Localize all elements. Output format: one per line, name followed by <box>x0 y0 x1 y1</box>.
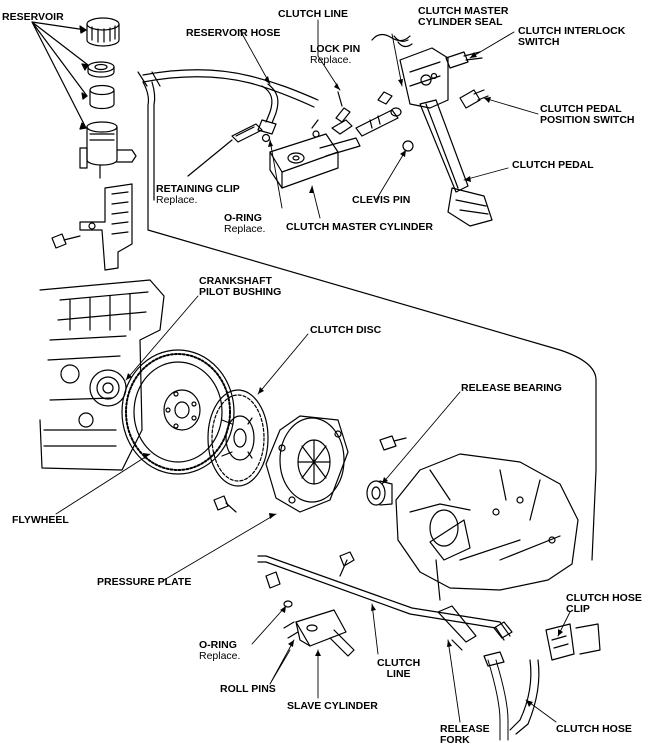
callout-arrowheads <box>126 52 563 707</box>
flywheel-bolt <box>213 495 237 513</box>
roll-pins-part <box>283 621 299 639</box>
clutch-pedal-arm <box>402 99 493 227</box>
label-flywheel: FLYWHEEL <box>12 514 69 526</box>
retaining-clip <box>187 123 263 177</box>
pressure-plate-bolt <box>379 435 407 451</box>
clutch-line-routing <box>147 199 597 561</box>
label-clevis-pin: CLEVIS PIN <box>352 194 411 206</box>
label-clutch-pedal: CLUTCH PEDAL <box>512 159 594 171</box>
clutch-hose-clip <box>545 623 601 661</box>
callout-leaders <box>55 19 571 723</box>
clutch-hose <box>483 651 540 741</box>
reservoir-body <box>79 121 137 179</box>
reservoir-hose <box>137 69 319 201</box>
label-roll-pins: ROLL PINS <box>220 683 276 695</box>
crankshaft-pilot-bushing <box>89 369 127 407</box>
engine-block <box>39 279 165 471</box>
reservoir-washer <box>87 61 115 78</box>
pressure-plate <box>265 415 349 513</box>
reservoir-filter <box>89 84 115 110</box>
label-release-bearing: RELEASE BEARING <box>461 382 562 394</box>
position-switch-part <box>459 89 489 109</box>
bracket-bolt <box>51 233 81 249</box>
label-reservoir: RESERVOIR <box>2 11 64 23</box>
label-reservoir-hose: RESERVOIR HOSE <box>186 27 281 39</box>
release-fork <box>435 559 477 651</box>
interlock-switch-part <box>445 51 483 69</box>
label-pressure-plate: PRESSURE PLATE <box>97 576 192 588</box>
clutch-line-upper <box>257 83 279 143</box>
reservoir-bracket <box>79 183 133 271</box>
slave-bleeder <box>339 551 355 577</box>
flywheel <box>121 349 235 475</box>
slave-cylinder <box>295 609 355 657</box>
transmission <box>395 453 579 591</box>
release-bearing <box>366 480 393 506</box>
lock-pin <box>335 91 351 123</box>
clutch-master-cylinder <box>269 119 361 189</box>
label-clutch-disc: CLUTCH DISC <box>310 324 382 336</box>
reservoir-leaders <box>31 21 89 130</box>
label-clutch-hose: CLUTCH HOSE <box>556 723 632 735</box>
oring-lower-part <box>283 600 293 608</box>
reservoir-cap <box>86 17 120 47</box>
label-clutch-line-top: CLUTCH LINE <box>278 8 348 20</box>
clutch-line-lower <box>257 555 513 641</box>
label-slave-cylinder: SLAVE CYLINDER <box>287 700 378 712</box>
label-clutch-master-cylinder: CLUTCH MASTER CYLINDER <box>286 221 433 233</box>
clutch-disc <box>207 389 269 487</box>
pedal-bracket <box>371 33 449 109</box>
master-pushrod <box>355 91 402 137</box>
